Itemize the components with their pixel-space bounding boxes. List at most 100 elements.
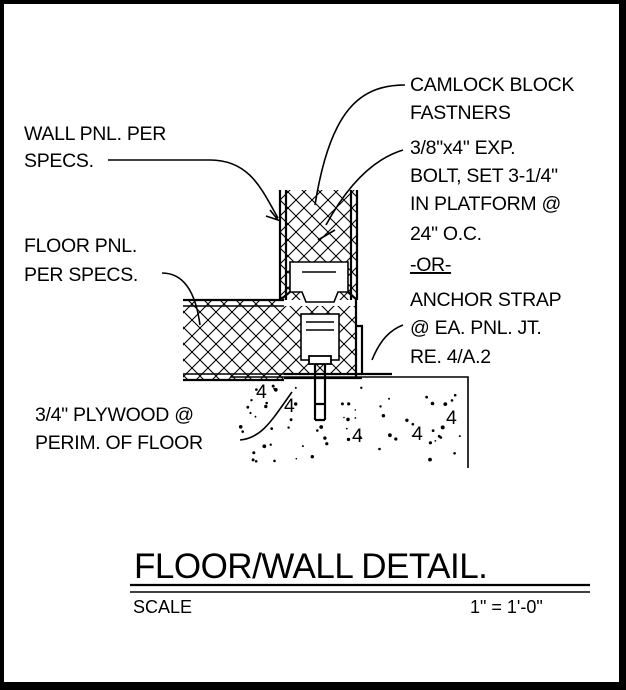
aggregate-dot <box>434 440 437 442</box>
svg-text:FASTNERS: FASTNERS <box>410 102 511 124</box>
aggregate-dot <box>450 399 454 402</box>
aggregate-dot <box>249 411 252 415</box>
aggregate-dot <box>428 457 432 462</box>
aggregate-dot <box>411 422 415 426</box>
concrete-mark: 4 <box>352 425 363 447</box>
aggregate-dot <box>345 427 348 430</box>
callout-bolt: 3/8"x4" EXP. BOLT, SET 3-1/4" IN PLATFOR… <box>410 137 561 276</box>
concrete-mark: 4 <box>446 407 457 429</box>
aggregate-dot <box>295 457 298 460</box>
aggregate-dot <box>325 442 329 446</box>
aggregate-dot <box>294 386 297 389</box>
aggregate-dot <box>347 402 351 406</box>
concrete-mark: 4 <box>412 423 423 445</box>
aggregate-dot <box>301 445 304 448</box>
aggregate-dot <box>346 437 351 442</box>
aggregate-dot <box>359 436 362 439</box>
concrete-aggregate <box>238 384 461 463</box>
or-label: -OR- <box>410 254 451 276</box>
aggregate-dot <box>379 405 382 408</box>
expansion-bolt <box>313 364 327 422</box>
aggregate-dot <box>241 430 244 433</box>
aggregate-dot <box>453 393 457 397</box>
aggregate-dot <box>255 388 258 391</box>
aggregate-dot <box>458 435 461 438</box>
aggregate-dot <box>411 435 414 437</box>
aggregate-dot <box>238 425 243 429</box>
concrete-marks: 4 4 4 4 4 <box>256 381 457 447</box>
svg-text:3/4" PLYWOOD @: 3/4" PLYWOOD @ <box>35 404 194 426</box>
aggregate-dot <box>254 460 258 463</box>
scale-label: SCALE <box>133 597 192 617</box>
lower-panel-section <box>284 300 362 380</box>
aggregate-dot <box>428 441 432 445</box>
aggregate-dot <box>378 447 381 451</box>
svg-text:IN PLATFORM @: IN PLATFORM @ <box>410 193 561 215</box>
aggregate-dot <box>340 402 344 406</box>
svg-text:RE. 4/A.2: RE. 4/A.2 <box>410 346 491 368</box>
aggregate-dot <box>310 455 314 459</box>
aggregate-dot <box>323 436 327 440</box>
aggregate-dot <box>443 402 448 406</box>
aggregate-dot <box>430 401 435 406</box>
callout-camlock: CAMLOCK BLOCK FASTNERS <box>410 74 575 124</box>
svg-text:CAMLOCK BLOCK: CAMLOCK BLOCK <box>410 74 574 96</box>
aggregate-dot <box>265 401 269 405</box>
aggregate-dot <box>346 417 350 422</box>
aggregate-dot <box>360 386 363 389</box>
callout-anchor: ANCHOR STRAP @ EA. PNL. JT. RE. 4/A.2 <box>410 289 562 368</box>
aggregate-dot <box>431 429 435 432</box>
scale-value: 1" = 1'-0" <box>470 597 543 617</box>
aggregate-dot <box>251 458 255 462</box>
callout-wall-panel: WALL PNL. PER SPECS. <box>24 123 167 172</box>
aggregate-dot <box>343 416 345 419</box>
aggregate-dot <box>270 427 274 430</box>
aggregate-dot <box>252 452 255 454</box>
aggregate-dot <box>319 425 324 429</box>
aggregate-dot <box>439 436 443 439</box>
aggregate-dot <box>273 387 275 390</box>
aggregate-dot <box>316 429 319 432</box>
callout-plywood: 3/4" PLYWOOD @ PERIM. OF FLOOR <box>35 404 203 454</box>
aggregate-dot <box>273 459 276 463</box>
aggregate-dot <box>388 397 390 400</box>
concrete-mark: 4 <box>256 381 267 403</box>
aggregate-dot <box>453 452 456 455</box>
svg-text:FLOOR PNL.: FLOOR PNL. <box>24 235 137 257</box>
camlock-block-lower <box>300 313 340 361</box>
anchor-strap <box>356 324 392 376</box>
aggregate-dot <box>254 415 257 418</box>
callout-floor-panel: FLOOR PNL. PER SPECS. <box>24 235 138 286</box>
aggregate-dot <box>269 443 272 446</box>
aggregate-dot <box>271 384 275 388</box>
svg-text:3/8"x4" EXP.: 3/8"x4" EXP. <box>410 137 515 159</box>
svg-text:PER SPECS.: PER SPECS. <box>24 264 138 286</box>
svg-text:PERIM. OF FLOOR: PERIM. OF FLOOR <box>35 432 203 454</box>
svg-text:ANCHOR STRAP: ANCHOR STRAP <box>410 289 561 311</box>
wall-panel <box>278 190 359 303</box>
svg-text:@ EA. PNL. JT.: @ EA. PNL. JT. <box>410 317 542 339</box>
aggregate-dot <box>354 417 357 419</box>
aggregate-dot <box>394 437 398 441</box>
concrete-mark: 4 <box>284 395 295 417</box>
drawing-title: FLOOR/WALL DETAIL. <box>134 547 487 586</box>
aggregate-dot <box>250 399 253 402</box>
title-block: FLOOR/WALL DETAIL. SCALE 1" = 1'-0" <box>130 547 590 617</box>
svg-text:24" O.C.: 24" O.C. <box>410 223 482 245</box>
aggregate-dot <box>354 409 357 411</box>
aggregate-dot <box>294 402 298 406</box>
aggregate-dot <box>381 414 386 418</box>
aggregate-dot <box>405 418 409 422</box>
aggregate-dot <box>289 418 293 422</box>
aggregate-dot <box>262 444 267 449</box>
aggregate-dot <box>440 425 445 430</box>
floor-panel <box>183 298 284 382</box>
leader-lines <box>108 84 406 441</box>
aggregate-dot <box>264 404 268 409</box>
svg-text:BOLT, SET 3-1/4": BOLT, SET 3-1/4" <box>410 165 558 187</box>
aggregate-dot <box>388 433 392 438</box>
svg-text:WALL PNL. PER: WALL PNL. PER <box>24 123 166 145</box>
aggregate-dot <box>425 395 428 399</box>
aggregate-dot <box>287 426 290 429</box>
